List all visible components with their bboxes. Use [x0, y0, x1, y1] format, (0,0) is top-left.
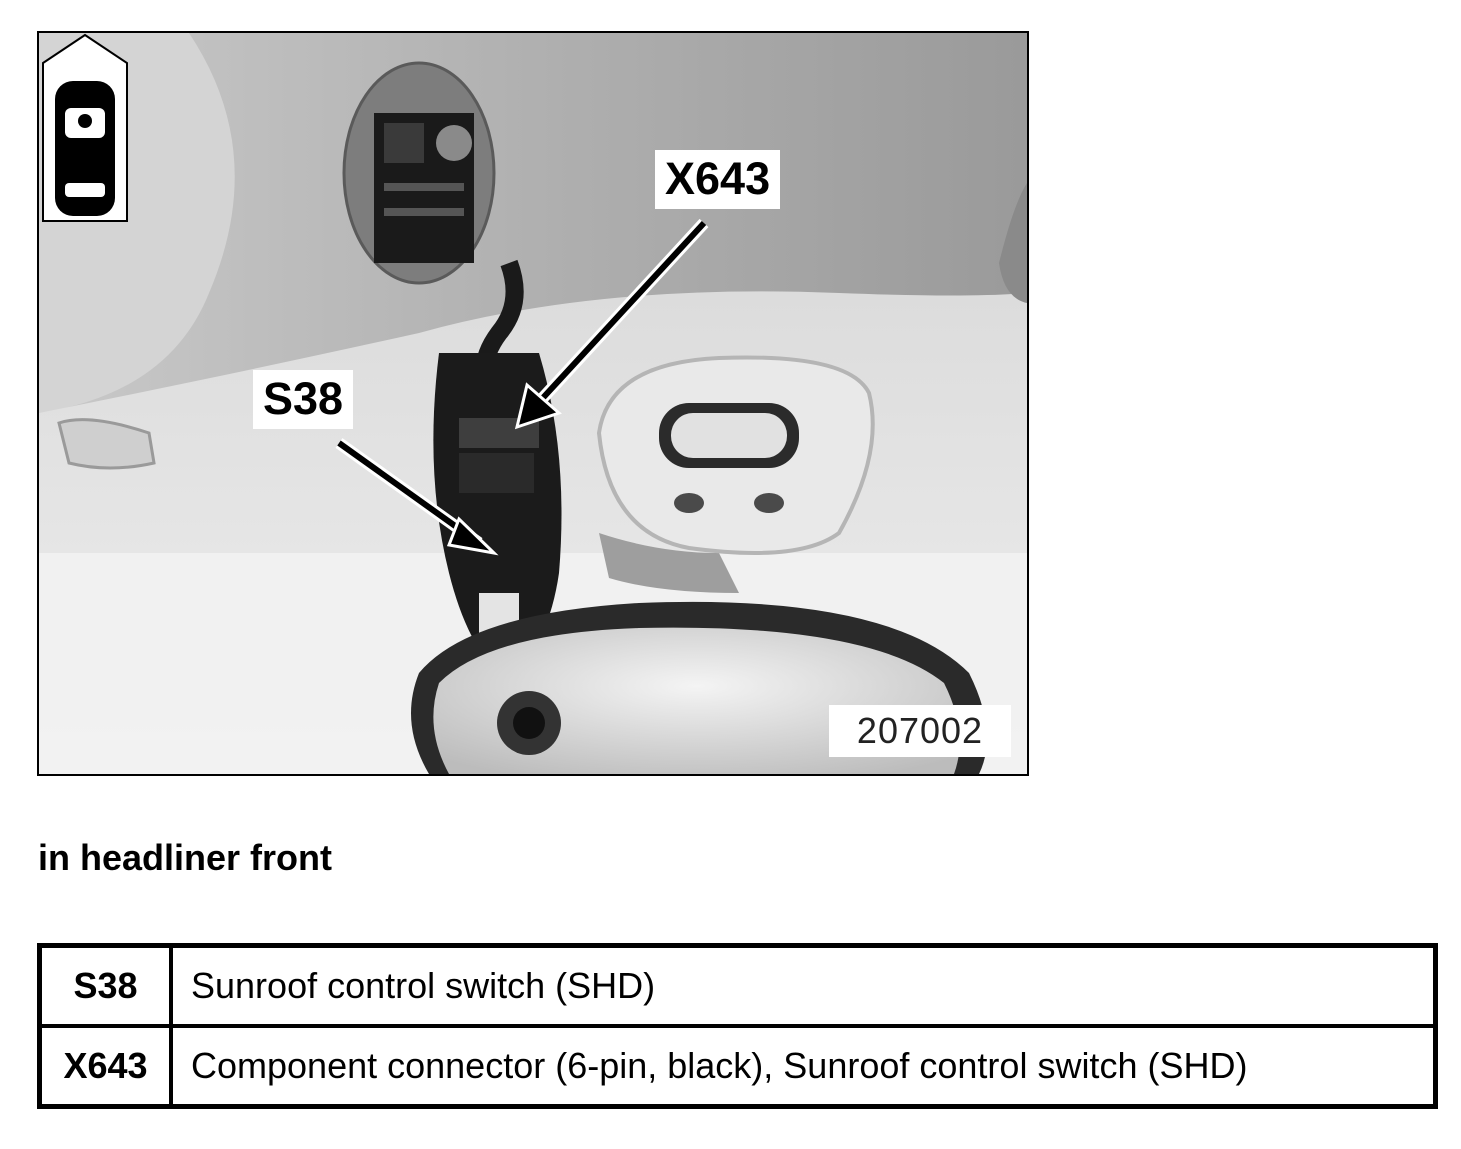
component-description: Sunroof control switch (SHD): [169, 943, 1438, 1028]
figure-reference-number: 207002: [829, 705, 1011, 757]
callout-label-x643: X643: [655, 150, 781, 209]
component-code: X643: [37, 1024, 173, 1109]
car-top-view-icon: [42, 33, 128, 222]
table-row: X643 Component connector (6-pin, black),…: [37, 1024, 1438, 1109]
arrow-s38: [335, 438, 499, 556]
table-row: S38 Sunroof control switch (SHD): [37, 943, 1438, 1028]
figure-caption: in headliner front: [38, 837, 333, 878]
component-legend-table: S38 Sunroof control switch (SHD) X643 Co…: [37, 943, 1438, 1109]
component-photo: X643 S38 207002: [37, 31, 1029, 776]
component-description: Component connector (6-pin, black), Sunr…: [169, 1024, 1438, 1109]
component-code: S38: [37, 943, 173, 1028]
callout-label-s38: S38: [253, 370, 354, 429]
headliner-illustration: [39, 33, 1027, 774]
arrow-x643: [514, 218, 709, 430]
